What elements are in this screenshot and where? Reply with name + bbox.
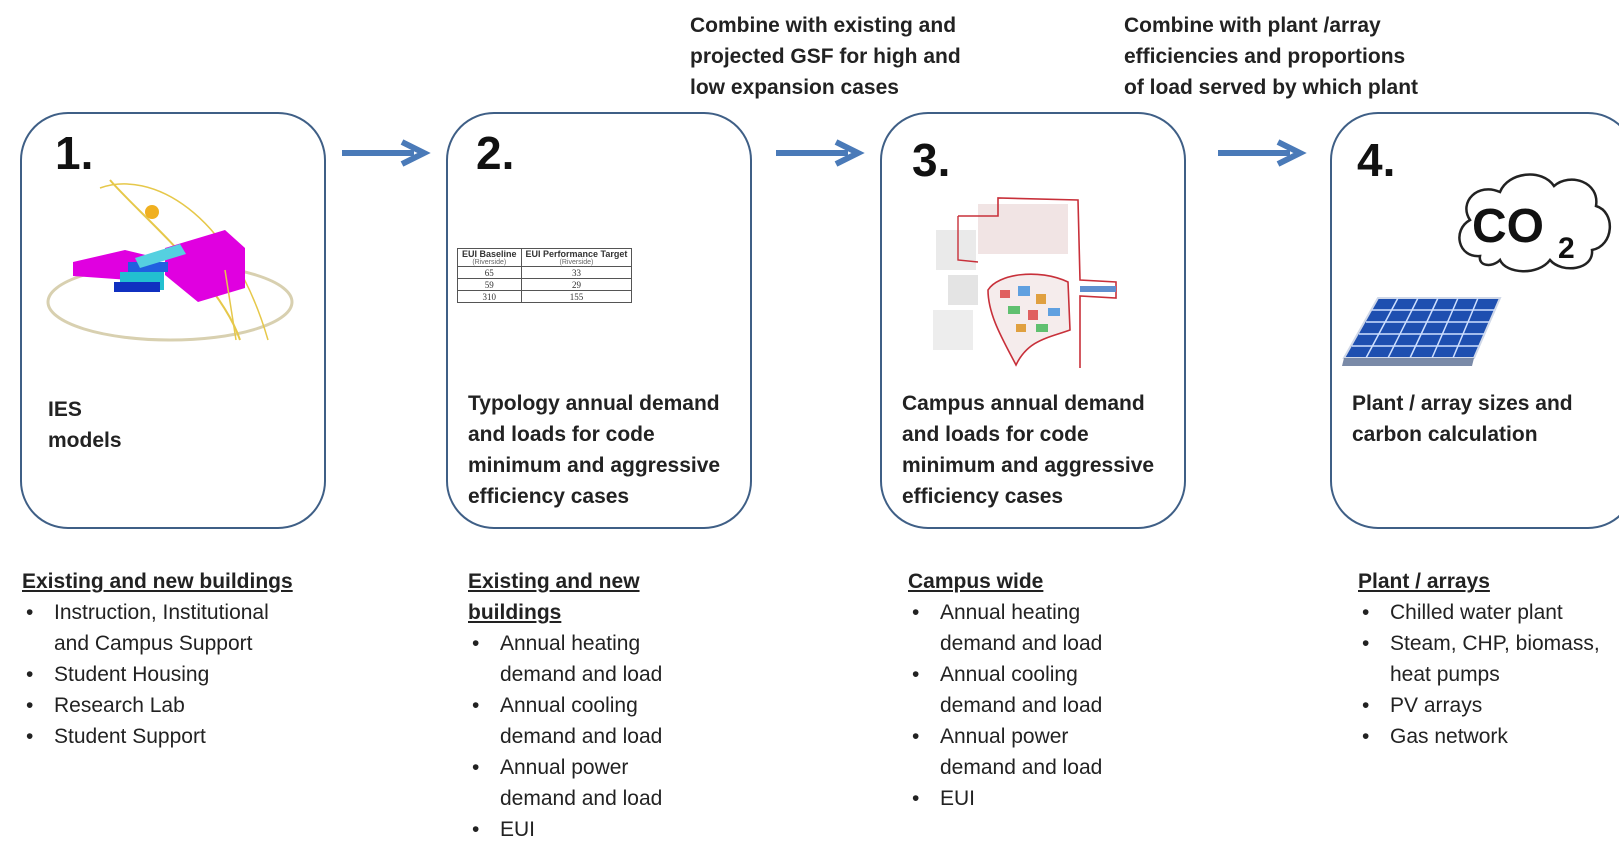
desc-line: models [48,429,122,452]
desc-line: and loads for code [468,423,655,446]
step-number: 3. [912,134,951,186]
list-item: Steam, CHP, biomass, [1358,628,1600,659]
list-heading: Campus wide [908,570,1044,593]
note-line: low expansion cases [690,76,899,99]
list-item: Student Housing [22,659,293,690]
list-item: Annual cooling [468,690,662,721]
step-3-desc: Campus annual demand and loads for code … [902,388,1154,512]
desc-line: IES [48,398,82,421]
desc-line: and loads for code [902,423,1089,446]
list-heading: Existing and new [468,570,640,593]
step-1-desc: IES models [48,394,122,456]
campus-map-icon [933,197,1117,368]
desc-line: minimum and aggressive [468,454,721,477]
list-heading: buildings [468,601,562,624]
eui-header-title: EUI Baseline [462,249,517,259]
list-item: Research Lab [22,690,293,721]
table-cell: 33 [520,266,633,279]
list-heading: Existing and new buildings [22,570,293,593]
list-item-continuation: demand and load [940,756,1103,779]
note-line: Combine with plant /array [1124,14,1381,37]
co2-cloud-icon: CO 2 [1458,173,1612,273]
solar-panel-icon [1342,297,1502,366]
list-item-continuation: demand and load [500,663,663,686]
desc-line: efficiency cases [468,485,630,508]
table-cell: 59 [457,278,522,291]
list-item: Annual heating [468,628,662,659]
list-item-continuation: demand and load [940,632,1103,655]
list-item: Annual power [468,752,662,783]
ies-building-model-icon [46,179,294,342]
list-plant-arrays: Plant / arrays Chilled water plant Steam… [1358,566,1600,752]
list-item: Student Support [22,721,293,752]
step-4-desc: Plant / array sizes and carbon calculati… [1352,388,1573,450]
co2-subscript: 2 [1558,232,1575,265]
eui-header: EUI Performance Target(Riverside) [520,248,633,267]
desc-line: efficiency cases [902,485,1064,508]
list-item-continuation: demand and load [500,725,663,748]
note-line: of load served by which plant [1124,76,1419,99]
table-cell: 155 [520,290,633,303]
eui-header-title: EUI Performance Target [525,249,628,259]
co2-label: CO [1472,200,1544,253]
eui-header-sub: (Riverside) [472,259,507,266]
desc-line: carbon calculation [1352,423,1538,446]
list-typology: Existing and new buildings Annual heatin… [468,566,662,845]
list-existing-new-buildings: Existing and new buildings Instruction, … [22,566,293,752]
note-combine-gsf: Combine with existing and projected GSF … [690,10,961,103]
list-item: Annual power [908,721,1102,752]
arrow-right-icon [776,139,865,167]
eui-header: EUI Baseline(Riverside) [457,248,522,267]
eui-header-sub: (Riverside) [559,259,594,266]
arrow-right-icon [342,139,431,167]
eui-table: EUI Baseline(Riverside) EUI Performance … [457,248,633,303]
list-item: EUI [908,783,1102,814]
list-item: Annual cooling [908,659,1102,690]
desc-line: minimum and aggressive [902,454,1155,477]
arrow-right-icon [1218,139,1307,167]
list-item-continuation: demand and load [940,694,1103,717]
eui-table-wrap: EUI Baseline(Riverside) EUI Performance … [457,248,633,303]
table-cell: 310 [457,290,522,303]
step-number: 1. [55,127,94,179]
desc-line: Typology annual demand [468,392,720,415]
note-combine-plant: Combine with plant /array efficiencies a… [1124,10,1418,103]
step-2-box [446,112,752,529]
list-item: Annual heating [908,597,1102,628]
step-number: 4. [1357,134,1396,186]
list-item: Gas network [1358,721,1600,752]
note-line: Combine with existing and [690,14,957,37]
list-item-continuation: and Campus Support [54,632,253,655]
list-item: Chilled water plant [1358,597,1600,628]
note-line: efficiencies and proportions [1124,45,1406,68]
step-number: 2. [476,127,515,179]
list-item: EUI [468,814,662,845]
list-item-continuation: demand and load [500,787,663,810]
step-2-desc: Typology annual demand and loads for cod… [468,388,720,512]
table-cell: 65 [457,266,522,279]
list-item: PV arrays [1358,690,1600,721]
list-heading: Plant / arrays [1358,570,1490,593]
list-item: Instruction, Institutional [22,597,293,628]
list-campus-wide: Campus wide Annual heating demand and lo… [908,566,1102,814]
desc-line: Campus annual demand [902,392,1145,415]
table-cell: 29 [520,278,633,291]
list-item-continuation: heat pumps [1390,663,1500,686]
desc-line: Plant / array sizes and [1352,392,1573,415]
note-line: projected GSF for high and [690,45,961,68]
